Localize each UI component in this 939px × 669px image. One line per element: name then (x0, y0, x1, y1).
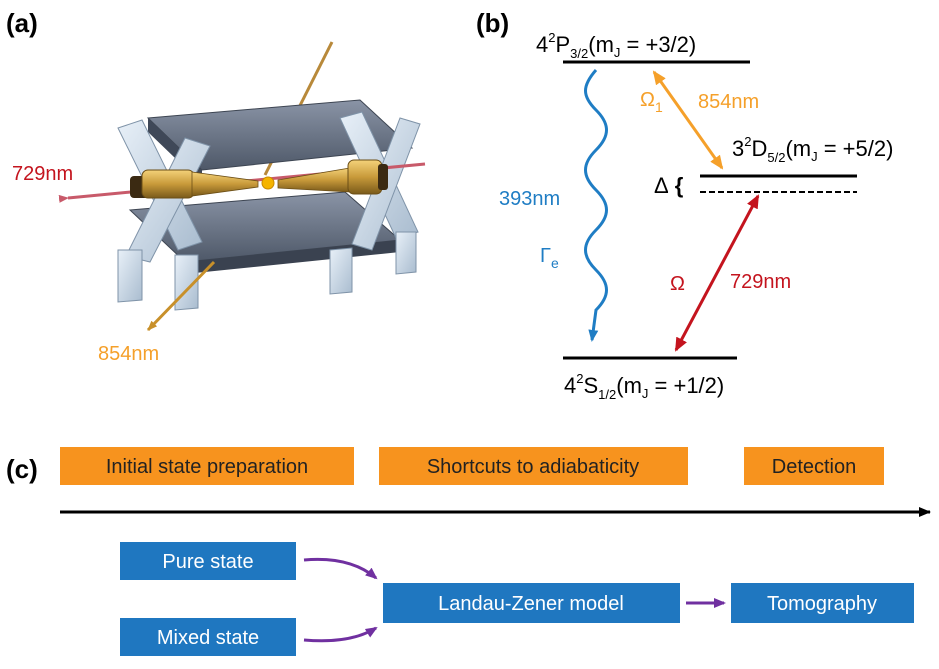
stage-label-shortcuts: Shortcuts to adiabaticity (427, 456, 639, 478)
stage-box-preparation (60, 447, 354, 485)
box-mixed-state (120, 618, 296, 656)
trap-frame-left-b (125, 137, 211, 263)
endcap-right-cap (378, 164, 388, 190)
level-label-D: 32D5/2(mJ = +5/2) (732, 134, 893, 165)
endcap-right-body (347, 159, 383, 195)
endcap-left-tip (191, 171, 259, 197)
box-mixed-state-label: Mixed state (157, 627, 259, 649)
decay-rate-gamma: Γe (540, 245, 559, 271)
box-landau-zener (383, 583, 680, 623)
transition-729 (674, 194, 760, 352)
arrow-pure-to-lz (303, 557, 378, 580)
rabi-omega: Ω (670, 273, 685, 295)
trap-leg-right-back (395, 231, 417, 275)
stage-label-preparation: Initial state preparation (106, 456, 308, 478)
stage-box-detection (744, 447, 884, 485)
transition-854 (652, 70, 724, 170)
decay-393 (584, 69, 608, 342)
trap-leg-left-front (117, 249, 143, 303)
stage-label-detection: Detection (772, 456, 857, 478)
panel-label-b: (b) (476, 8, 509, 38)
beam-854-lower (146, 260, 216, 332)
trap-leg-right-front (329, 247, 353, 295)
level-label-S: 42S1/2(mJ = +1/2) (564, 371, 724, 402)
level-diagram: 42P3/2(mJ = +3/2) 32D5/2(mJ = +5/2) 42S1… (499, 30, 893, 402)
label-393nm: 393nm (499, 188, 560, 210)
label-854nm: 854nm (698, 91, 759, 113)
sequence-stages: Initial state preparation Shortcuts to a… (60, 447, 884, 485)
panel-label-c: (c) (6, 454, 38, 484)
flow-boxes: Pure state Mixed state Landau-Zener mode… (120, 542, 914, 656)
endcap-right-tip (277, 167, 351, 193)
label-729nm: 729nm (730, 271, 791, 293)
trapped-ion (261, 176, 275, 190)
label-729-beam: 729nm (12, 163, 73, 185)
box-pure-state (120, 542, 296, 580)
panel-label-a: (a) (6, 8, 38, 38)
arrow-mixed-to-lz (303, 626, 378, 643)
stage-box-shortcuts (379, 447, 688, 485)
box-landau-zener-label: Landau-Zener model (438, 593, 624, 615)
box-tomography (731, 583, 914, 623)
rabi-omega1: Ω1 (640, 89, 663, 115)
label-854-beam: 854nm (98, 343, 159, 365)
ion-trap-illustration (58, 41, 426, 332)
box-pure-state-label: Pure state (162, 551, 253, 573)
detuning-symbol: Δ{ (654, 173, 684, 198)
endcap-left-body (141, 169, 195, 199)
level-label-P: 42P3/2(mJ = +3/2) (536, 30, 696, 61)
box-tomography-label: Tomography (767, 593, 877, 615)
